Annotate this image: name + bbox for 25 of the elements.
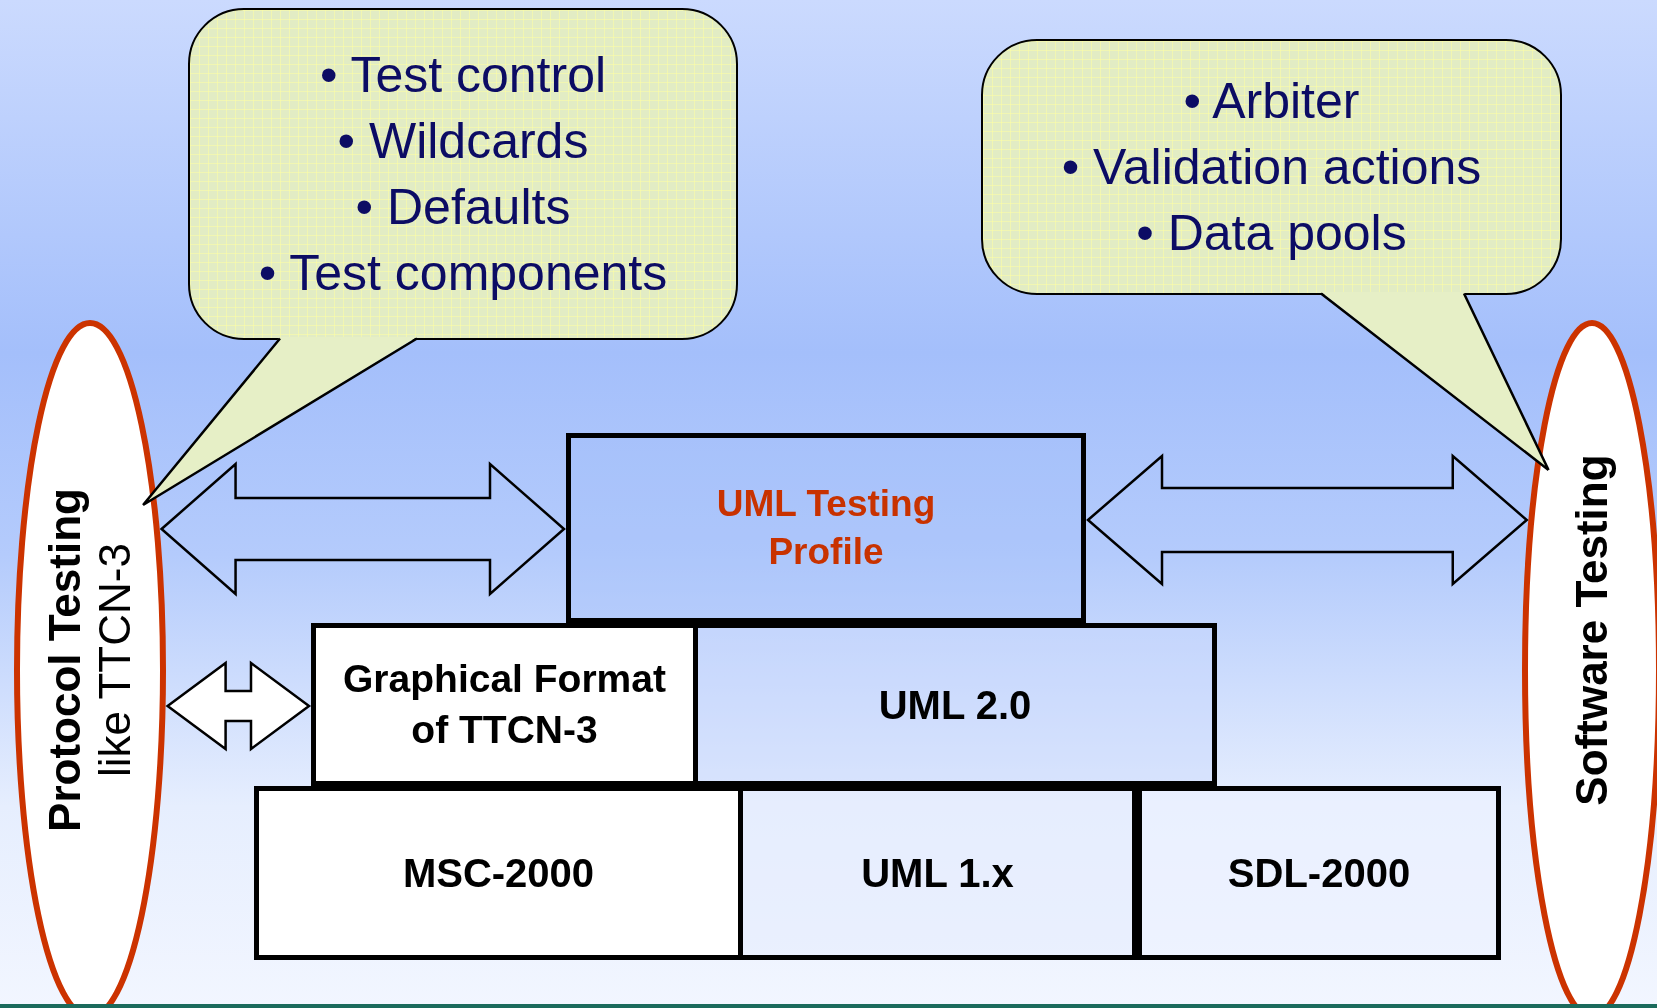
bullet-item: • Defaults	[355, 178, 571, 237]
layer-label: UML 1.x	[861, 850, 1014, 897]
double-block-arrow	[1086, 453, 1529, 587]
layer-label: SDL-2000	[1227, 850, 1411, 897]
layer-label: Graphical Format of TTCN-3	[342, 655, 667, 753]
ellipse-title: Software Testing	[1567, 454, 1617, 806]
layer-box	[566, 433, 1086, 623]
double-block-arrow	[165, 660, 312, 752]
callout-tail	[1319, 292, 1550, 472]
layer-label: UML Testing Profile	[715, 481, 937, 574]
bullet-item: • Wildcards	[337, 112, 589, 171]
layer-label: MSC-2000	[402, 850, 595, 897]
bullet-item: • Validation actions	[1061, 138, 1482, 197]
bullet-item: • Test control	[319, 46, 607, 105]
bullet-item: • Data pools	[1136, 204, 1407, 263]
ellipse-title: Protocol Testing	[40, 488, 90, 832]
ellipse-subtitle: like TTCN-3	[90, 543, 140, 777]
layer-label: UML 2.0	[878, 681, 1032, 729]
double-block-arrow	[159, 461, 566, 597]
callout-bubble	[188, 8, 738, 340]
layer-box	[1137, 786, 1501, 960]
bullet-item: • Test components	[258, 244, 668, 303]
bullet-item: • Arbiter	[1183, 72, 1360, 131]
callout-tail	[141, 337, 419, 507]
callout-bubble	[981, 39, 1562, 295]
